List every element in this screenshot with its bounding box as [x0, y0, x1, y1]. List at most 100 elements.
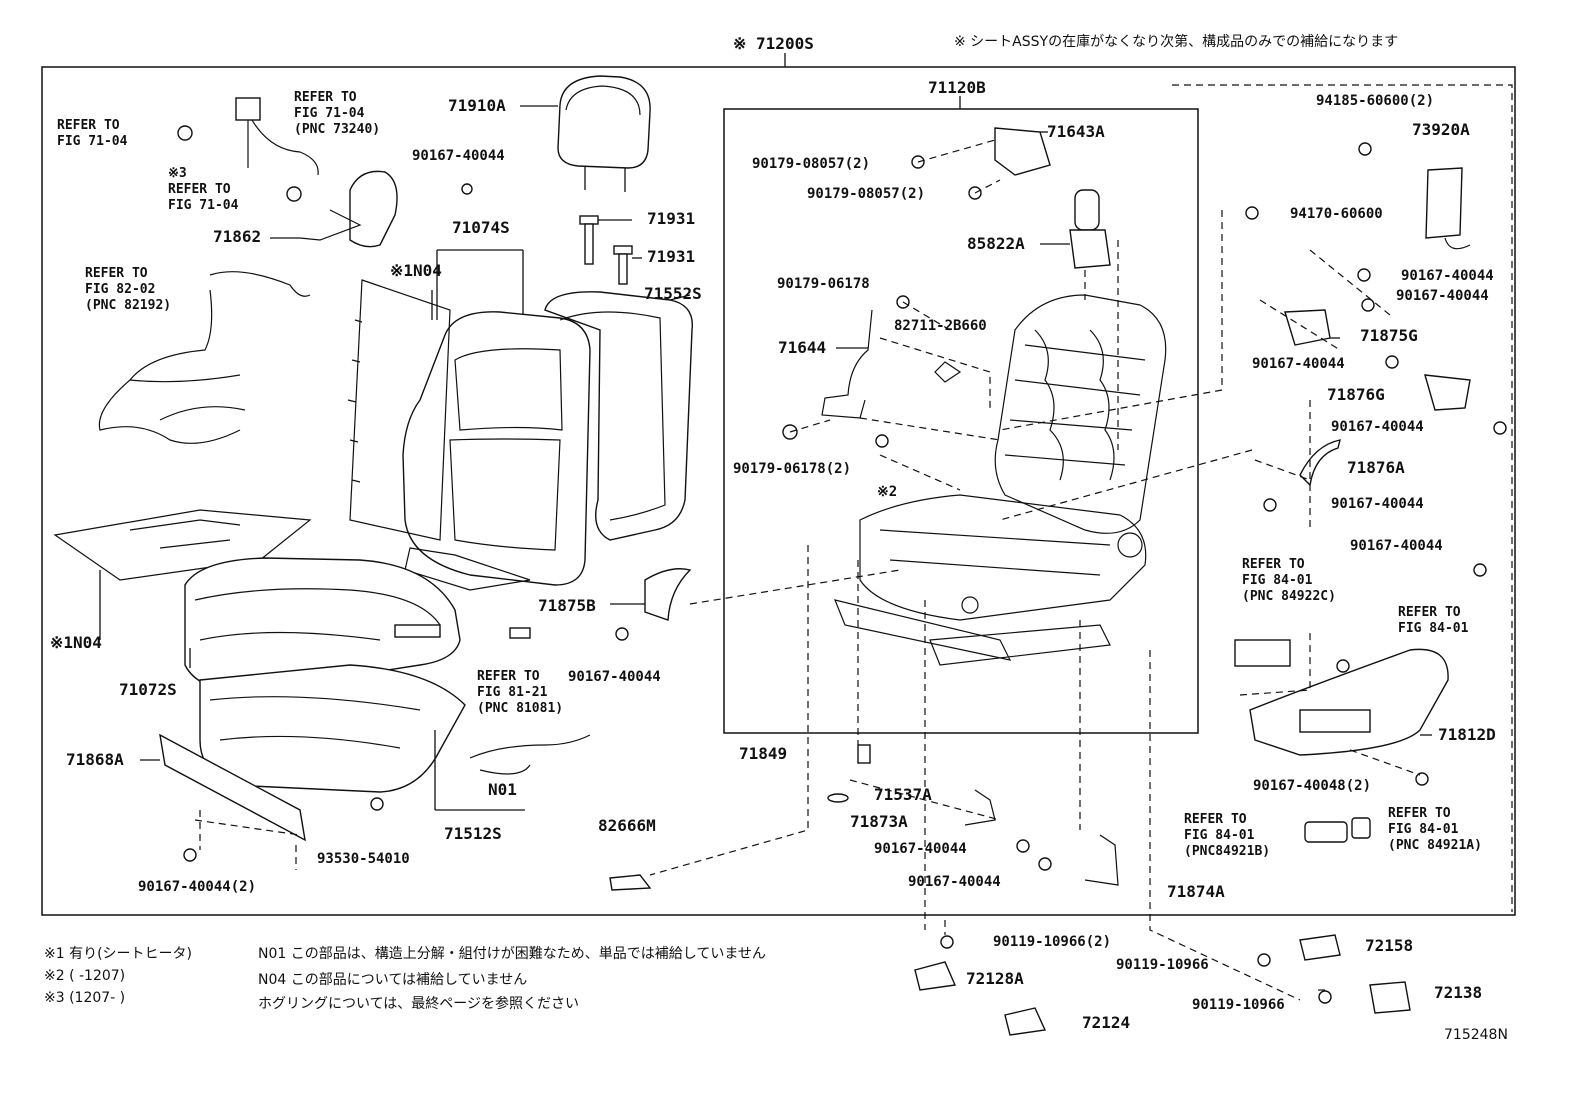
callout-71931-b[interactable]: 71931 [647, 247, 696, 266]
refer-line: (PNC 84921A) [1388, 838, 1482, 853]
callout-71910A[interactable]: 71910A [448, 96, 506, 115]
callout-71875G[interactable]: 71875G [1360, 326, 1418, 345]
refer-line: FIG 84-01 [1184, 828, 1255, 843]
refer-line: REFER TO [477, 669, 540, 684]
callout-90167-40044-g[interactable]: 90167-40044 [1252, 356, 1345, 372]
callout-72124[interactable]: 72124 [1082, 1013, 1131, 1032]
callout-71868A[interactable]: 71868A [66, 750, 124, 769]
callout-90167-40044-i[interactable]: 90167-40044 [1331, 496, 1424, 512]
callout-90119-10966-a[interactable]: 90119-10966 [1116, 957, 1209, 973]
callout-90119-10966-2[interactable]: 90119-10966(2) [993, 934, 1112, 950]
callout-90179-08057-a[interactable]: 90179-08057(2) [752, 156, 871, 172]
refer-line: ※3 [168, 166, 187, 181]
callout-90167-40044-e[interactable]: 90167-40044 [1401, 268, 1494, 284]
refer-fig8202[interactable]: REFER TO FIG 82-02 (PNC 82192) [85, 266, 171, 314]
seatback-cover-drawing [402, 249, 591, 591]
footnote-n01: N01 この部品は、構造上分解・組付けが困難なため、単品では補給していません [258, 946, 766, 962]
seat-heater-sheet-drawing [53, 509, 312, 640]
callout-82666M[interactable]: 82666M [598, 816, 656, 835]
callout-90179-08057-b[interactable]: 90179-08057(2) [807, 186, 926, 202]
footnote-n04: N04 この部品については補給していません [258, 972, 528, 988]
callout-90167-40044-h[interactable]: 90167-40044 [1331, 419, 1424, 435]
refer-line: (PNC 81081) [477, 701, 564, 716]
refer-line: (PNC 84922C) [1242, 589, 1336, 604]
callout-71876G[interactable]: 71876G [1327, 385, 1385, 404]
callout-72158[interactable]: 72158 [1365, 936, 1414, 955]
refer-line: (PNC 73240) [294, 122, 381, 137]
callout-71537A[interactable]: 71537A [874, 785, 932, 804]
callout-90167-40044-c[interactable]: 90167-40044 [874, 841, 967, 857]
refer-line: REFER TO [1388, 806, 1451, 821]
refer-line: REFER TO [168, 182, 231, 197]
seat-side-shield-drawing [140, 733, 306, 842]
refer-line: FIG 82-02 [85, 282, 156, 297]
refer-line: (PNC84921B) [1184, 844, 1271, 859]
callout-90179-06178-2[interactable]: 90179-06178(2) [733, 461, 852, 477]
callout-N01[interactable]: N01 [488, 780, 517, 799]
refer-line: REFER TO [1184, 812, 1247, 827]
callout-N04-bottom[interactable]: ※1N04 [50, 633, 102, 652]
callout-90119-10966-b[interactable]: 90119-10966 [1192, 997, 1285, 1013]
refer-fig8401-b[interactable]: REFER TO FIG 84-01 [1398, 605, 1468, 637]
callout-85822A[interactable]: 85822A [967, 234, 1025, 253]
refer-fig8401-d[interactable]: REFER TO FIG 84-01 (PNC 84921A) [1388, 806, 1482, 854]
refer-line: FIG 71-04 [57, 134, 128, 149]
refer-line: FIG 84-01 [1388, 822, 1459, 837]
subassembly-code: 71120B [928, 78, 986, 97]
refer-fig7104-seatbelt[interactable]: REFER TO FIG 71-04 (PNC 73240) [294, 90, 380, 138]
refer-fig8401-c[interactable]: REFER TO FIG 84-01 (PNC84921B) [1184, 812, 1270, 860]
callout-90167-40044-mid[interactable]: 90167-40044 [568, 669, 661, 685]
headrest-guides-drawing [579, 215, 642, 285]
wire-clip-drawing [934, 361, 962, 383]
callout-note2-mark[interactable]: ※2 [877, 484, 898, 500]
callout-93530-54010[interactable]: 93530-54010 [317, 851, 410, 867]
recliner-motor-drawing [1040, 189, 1111, 269]
callout-71512S[interactable]: 71512S [444, 824, 502, 843]
callout-90167-40044-top[interactable]: 90167-40044 [412, 148, 505, 164]
callout-71074S[interactable]: 71074S [452, 218, 510, 237]
refer-fig7104-left[interactable]: REFER TO FIG 71-04 [57, 118, 127, 150]
refer-fig8121[interactable]: REFER TO FIG 81-21 (PNC 81081) [477, 669, 563, 717]
seat-wire-harness-drawing [98, 271, 311, 444]
callout-72138[interactable]: 72138 [1434, 983, 1483, 1002]
callout-73920A[interactable]: 73920A [1412, 120, 1470, 139]
callout-71873A[interactable]: 71873A [850, 812, 908, 831]
callout-90179-06178[interactable]: 90179-06178 [777, 276, 870, 292]
refer-fig7104-note3[interactable]: ※3 REFER TO FIG 71-04 [168, 166, 238, 214]
callout-71862[interactable]: 71862 [213, 227, 262, 246]
supply-note: ※ シートASSYの在庫がなくなり次第、構成品のみでの補給になります [954, 34, 1399, 50]
callout-71874A[interactable]: 71874A [1167, 882, 1225, 901]
callout-71644[interactable]: 71644 [778, 338, 827, 357]
callout-71876A[interactable]: 71876A [1347, 458, 1405, 477]
refer-line: FIG 81-21 [477, 685, 548, 700]
callout-N04-top[interactable]: ※1N04 [390, 261, 442, 280]
callout-71931-a[interactable]: 71931 [647, 209, 696, 228]
callout-82711-2B660[interactable]: 82711-2B660 [894, 318, 987, 334]
callout-90167-40044-2-bottom[interactable]: 90167-40044(2) [138, 879, 257, 895]
refer-fig8401-a[interactable]: REFER TO FIG 84-01 (PNC 84922C) [1242, 557, 1336, 605]
footnote-3: ※3 (1207- ) [44, 990, 126, 1006]
callout-71643A[interactable]: 71643A [1047, 122, 1105, 141]
callout-94185-60600[interactable]: 94185-60600(2) [1316, 93, 1435, 109]
refer-line: (PNC 82192) [85, 298, 172, 313]
subassembly-frame [723, 108, 1199, 734]
refer-line: FIG 84-01 [1242, 573, 1313, 588]
seatback-pad-drawing [544, 291, 694, 541]
callout-90167-40044-d[interactable]: 90167-40044 [908, 874, 1001, 890]
callout-71072S[interactable]: 71072S [119, 680, 177, 699]
refer-line: REFER TO [294, 90, 357, 105]
callout-90167-40048[interactable]: 90167-40048(2) [1253, 778, 1372, 794]
callout-72128A[interactable]: 72128A [966, 969, 1024, 988]
cover-71875B-drawing [610, 568, 692, 621]
callout-71849[interactable]: 71849 [739, 744, 788, 763]
callout-94170-60600[interactable]: 94170-60600 [1290, 206, 1383, 222]
callout-71552S[interactable]: 71552S [644, 284, 702, 303]
callout-90167-40044-j[interactable]: 90167-40044 [1350, 538, 1443, 554]
seatbelt-buckle-drawing [235, 97, 319, 176]
callout-90167-40044-f[interactable]: 90167-40044 [1396, 288, 1489, 304]
callout-71875B[interactable]: 71875B [538, 596, 596, 615]
seat-switch-drawing [1234, 639, 1371, 843]
callout-71812D[interactable]: 71812D [1438, 725, 1496, 744]
